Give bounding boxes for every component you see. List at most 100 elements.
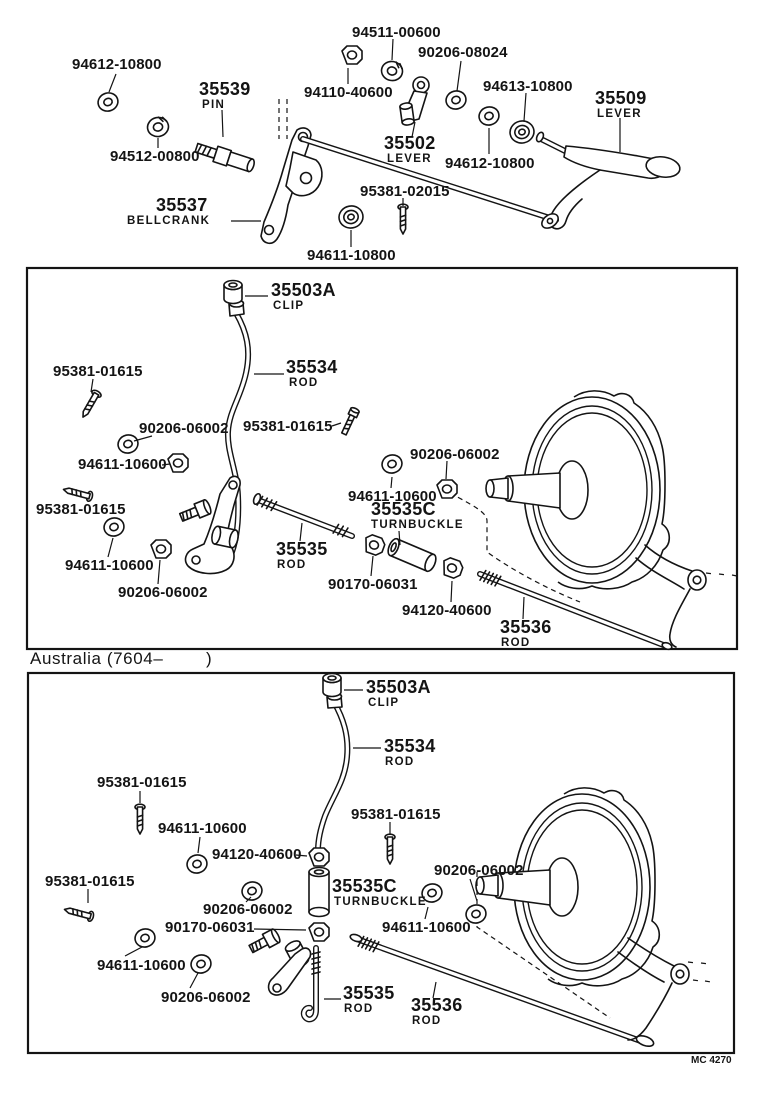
label-rod: ROD [385,756,415,768]
label-35534: 35534 [286,357,338,377]
clip-icon [223,279,243,305]
bell-housing-icon [475,787,661,987]
label-lever: LEVER [597,108,642,120]
label-90206-06002: 90206-06002 [410,446,500,463]
rod-35535-icon [252,492,355,539]
washer-icon [188,951,214,977]
label-95381-01615: 95381-01615 [243,418,333,435]
screw-icon [134,803,146,835]
label-90170-06031: 90170-06031 [165,919,255,936]
label-35535: 35535 [343,983,395,1003]
label-rod: ROD [501,637,531,649]
label-94511-00600: 94511-00600 [352,24,441,41]
bellcrank-icon [260,127,323,245]
alignment-dashes [449,492,581,603]
label-rod: ROD [289,377,319,389]
label-94120-40600: 94120-40600 [402,602,492,619]
label-35537: 35537 [156,195,208,215]
screw-icon [384,833,396,865]
rod-35536-icon [477,569,673,651]
washer-icon [443,87,469,113]
rod-35536-icon [349,933,655,1048]
crank-lever-icon [246,927,312,996]
label-35509: 35509 [595,88,647,108]
nut-icon [308,847,330,867]
nut-icon [436,479,458,499]
washer-icon [239,878,265,904]
label-35503A: 35503A [271,280,336,300]
label-94611-10600: 94611-10600 [65,557,154,574]
label-35539: 35539 [199,79,251,99]
label-90206-06002: 90206-06002 [161,989,251,1006]
label-bellcrank: BELLCRANK [127,215,211,227]
label-35535C: 35535C [332,876,397,896]
bolt-icon [62,903,96,923]
label-95381-01615: 95381-01615 [36,501,126,518]
middle-section-art [61,279,738,651]
snap-ring-icon [379,59,405,83]
clip-icon [322,672,342,698]
bell-housing-icon [485,390,671,590]
nut-icon [438,555,466,581]
snap-ring-icon [144,114,172,140]
rod-35534-icon [315,692,351,853]
bottom-section-art [62,672,712,1048]
label-90206-06002: 90206-06002 [434,862,524,879]
nut-icon [167,453,189,473]
label-95381-01615: 95381-01615 [53,363,143,380]
label-35503A: 35503A [366,677,431,697]
washer-icon [336,203,366,231]
label-95381-01615: 95381-01615 [45,873,135,890]
label-94612-10800: 94612-10800 [445,155,535,172]
bracket-arm-icon [617,937,690,1041]
label-clip: CLIP [368,697,400,709]
label-turnbuckle: TURNBUCKLE [334,896,427,908]
crank-lever-icon [177,475,241,575]
nut-icon [360,532,388,558]
centerline-dashes [687,961,712,983]
label-94120-40600: 94120-40600 [212,846,302,863]
label-90206-06002: 90206-06002 [203,901,293,918]
label-95381-01615: 95381-01615 [351,806,441,823]
label-35536: 35536 [500,617,552,637]
washer-icon [132,925,158,951]
lever-35502-icon [399,76,430,126]
main-diagram-frame [25,266,739,651]
washer-icon [184,851,210,877]
label-90206-06002: 90206-06002 [118,584,208,601]
bolt-icon [339,405,361,437]
label-35535: 35535 [276,539,328,559]
washer-icon [115,431,141,457]
pin-icon [194,142,255,173]
washer-icon [476,103,502,129]
label-94110-40600: 94110-40600 [304,84,393,101]
leader-lines [87,38,621,1000]
centerline-dashes [705,572,738,577]
label-35535C: 35535C [371,499,436,519]
screw-icon [77,388,104,421]
nut-icon [150,539,172,559]
label-rod: ROD [277,559,307,571]
bracket-arm-icon [635,544,707,648]
label-turnbuckle: TURNBUCKLE [371,519,464,531]
doc-code: MC 4270 [691,1055,732,1066]
label-94611-10800: 94611-10800 [307,247,396,264]
label-94612-10800: 94612-10800 [72,56,162,73]
label-90170-06031: 90170-06031 [328,576,418,593]
label-35536: 35536 [411,995,463,1015]
guide-dashes [278,99,288,139]
label-clip: CLIP [273,300,305,312]
label-94512-00800: 94512-00800 [110,148,200,165]
label-35502: 35502 [384,133,436,153]
australia-note: Australia (7604– ) [30,649,213,668]
label-35534: 35534 [384,736,436,756]
label-94611-10600: 94611-10600 [97,957,186,974]
label-pin: PIN [202,99,226,111]
washer-icon [94,89,122,115]
australia-diagram-frame [26,671,736,1055]
bolt-icon [61,483,95,503]
nut-icon [341,45,363,65]
label-lever: LEVER [387,153,432,165]
label-rod: ROD [344,1003,374,1015]
